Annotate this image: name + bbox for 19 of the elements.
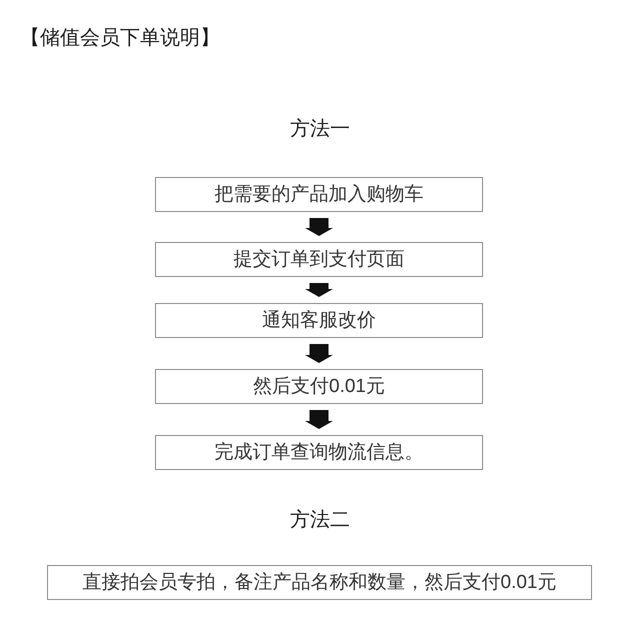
- arrow: [305, 410, 333, 429]
- arrow: [305, 218, 333, 236]
- arrow: [305, 344, 333, 363]
- step-text: 直接拍会员专拍，备注产品名称和数量，然后支付0.01元: [82, 571, 556, 594]
- process-box: [155, 369, 483, 404]
- section-heading: 方法一: [290, 117, 350, 141]
- section-heading: 方法二: [290, 508, 350, 532]
- process-box: [155, 435, 483, 470]
- step-text: 完成订单查询物流信息。: [214, 441, 424, 464]
- step-text: 通知客服改价: [262, 309, 376, 332]
- process-box: [155, 177, 483, 212]
- process-box: [155, 242, 483, 277]
- process-box: [47, 565, 592, 600]
- step-text: 提交订单到支付页面: [234, 248, 404, 271]
- step-text: 然后支付0.01元: [253, 375, 385, 398]
- diagram-title: 【储值会员下单说明】: [20, 26, 220, 50]
- step-text: 把需要的产品加入购物车: [214, 183, 424, 206]
- arrow: [305, 283, 333, 297]
- process-box: [155, 303, 483, 338]
